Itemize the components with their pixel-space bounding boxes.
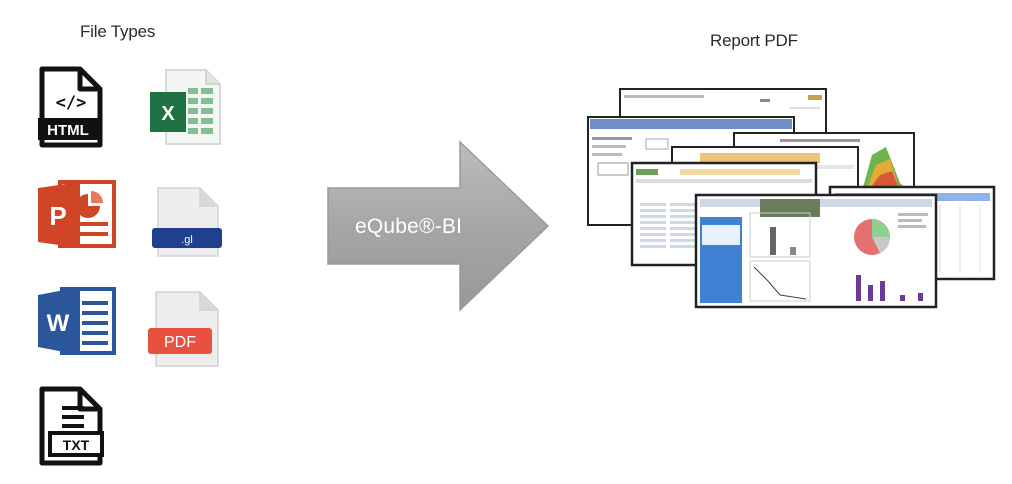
report-pdf-label: Report PDF xyxy=(710,31,798,51)
word-file-icon: W xyxy=(36,285,118,357)
file-types-label: File Types xyxy=(80,22,155,42)
svg-text:</>: </> xyxy=(56,93,87,113)
powerpoint-icon-text: P xyxy=(49,201,66,231)
txt-icon-text: TXT xyxy=(63,437,90,453)
txt-file-icon: TXT xyxy=(36,386,108,466)
powerpoint-file-icon: P xyxy=(36,180,118,250)
gl-file-icon: .gl xyxy=(150,186,224,260)
pdf-icon-text: PDF xyxy=(164,334,196,351)
word-icon-text: W xyxy=(47,310,70,337)
excel-icon-text: X xyxy=(161,103,175,125)
html-file-icon: </> HTML xyxy=(38,66,104,148)
report-pages-illustration xyxy=(580,85,1000,315)
pdf-file-icon: PDF xyxy=(146,290,222,368)
html-icon-text: HTML xyxy=(47,122,89,139)
gl-icon-text: .gl xyxy=(181,234,193,246)
report-page xyxy=(696,195,936,307)
eqube-bi-label: eQube®-BI xyxy=(355,215,462,239)
excel-file-icon: X xyxy=(148,68,224,148)
